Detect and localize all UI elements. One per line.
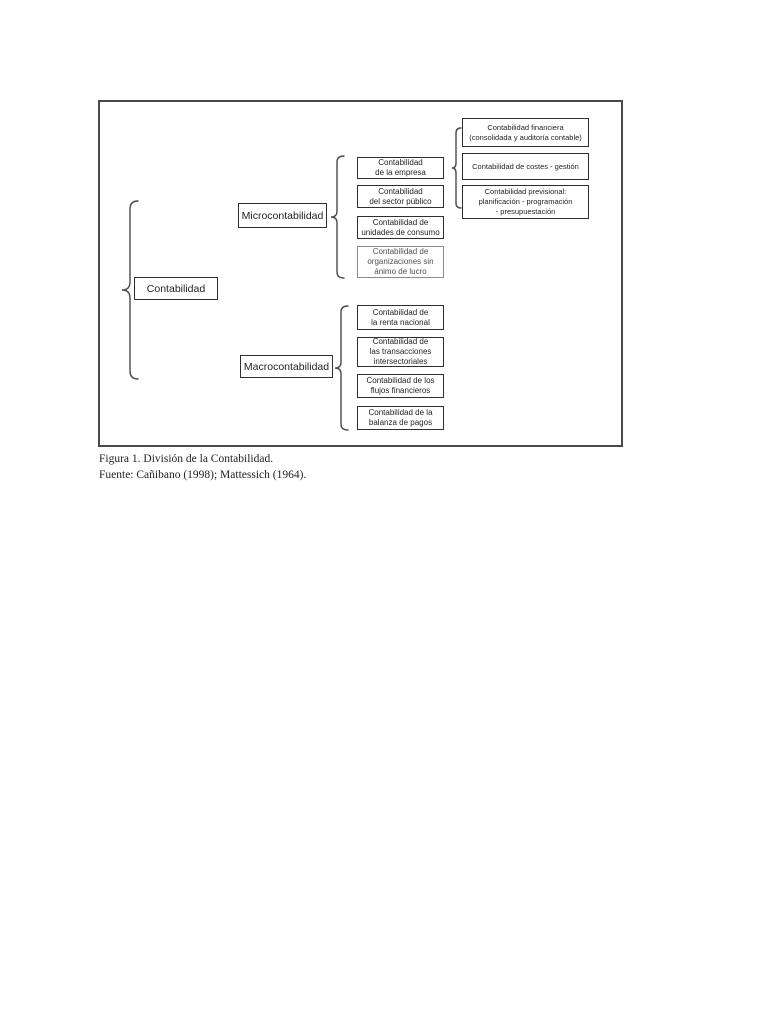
node-line: la renta nacional (371, 317, 430, 327)
node-line: del sector público (369, 196, 432, 206)
brace-root (121, 200, 139, 380)
caption-figura-line: Figura 1. División de la Contabilidad. (99, 453, 274, 465)
node-line: Contabilidad (378, 186, 423, 196)
node-line: Contabilidad de (372, 337, 429, 346)
node-line: Contabilidad previsional: (484, 187, 567, 196)
node-microcontabilidad: Microcontabilidad (238, 203, 327, 228)
node-flujos-financieros: Contabilidad de los flujos financieros (357, 374, 444, 398)
node-sector-publico: Contabilidad del sector público (357, 185, 444, 208)
node-line: Contabilidad de costes - gestión (472, 161, 579, 171)
node-contabilidad-financiera: Contabilidad financiera (consolidada y a… (462, 118, 589, 147)
node-contabilidad-costes-gestion: Contabilidad de costes - gestión (462, 153, 589, 180)
node-line: planificación - programación (478, 197, 573, 206)
node-label: Macrocontabilidad (243, 360, 330, 373)
node-line: Contabilidad financiera (487, 122, 564, 132)
node-contabilidad-previsional: Contabilidad previsional: planificación … (462, 185, 589, 219)
node-label: Contabilidad (146, 282, 206, 295)
node-line: Contabilidad de (372, 247, 429, 256)
node-line: unidades de consumo (361, 227, 440, 237)
node-organizaciones-sin-animo-lucro: Contabilidad de organizaciones sin ánimo… (357, 246, 444, 278)
node-line: (consolidada y auditoría contable) (469, 132, 582, 142)
node-balanza-pagos: Contabilidad de la balanza de pagos (357, 406, 444, 430)
brace-empresa (451, 127, 462, 209)
node-line: Contabilidad (378, 158, 423, 167)
node-line: Contabilidad de la (368, 408, 433, 417)
node-contabilidad: Contabilidad (134, 277, 218, 300)
node-line: Contabilidad de (372, 307, 429, 317)
node-line: Contabilidad de los (366, 376, 435, 385)
node-line: de la empresa (375, 168, 426, 177)
brace-microcontabilidad (330, 155, 345, 279)
figure-caption: Figura 1. División de la Contabilidad. F… (99, 452, 306, 483)
node-label: Microcontabilidad (241, 209, 324, 222)
node-renta-nacional: Contabilidad de la renta nacional (357, 305, 444, 330)
node-line: balanza de pagos (368, 418, 433, 427)
node-line: intersectoriales (373, 357, 428, 366)
brace-macrocontabilidad (334, 305, 349, 431)
node-line: Contabilidad de (372, 217, 429, 227)
node-line: las transacciones (369, 347, 432, 356)
node-line: - presupuestación (495, 207, 556, 216)
node-line: ánimo de lucro (374, 267, 427, 276)
node-contabilidad-empresa: Contabilidad de la empresa (357, 157, 444, 179)
node-transacciones-intersectoriales: Contabilidad de las transacciones inters… (357, 337, 444, 367)
caption-fuente-line: Fuente: Cañibano (1998); Mattessich (196… (99, 468, 307, 481)
node-line: flujos financieros (370, 386, 431, 395)
node-macrocontabilidad: Macrocontabilidad (240, 355, 333, 378)
node-line: organizaciones sin (367, 257, 434, 266)
node-unidades-consumo: Contabilidad de unidades de consumo (357, 216, 444, 239)
